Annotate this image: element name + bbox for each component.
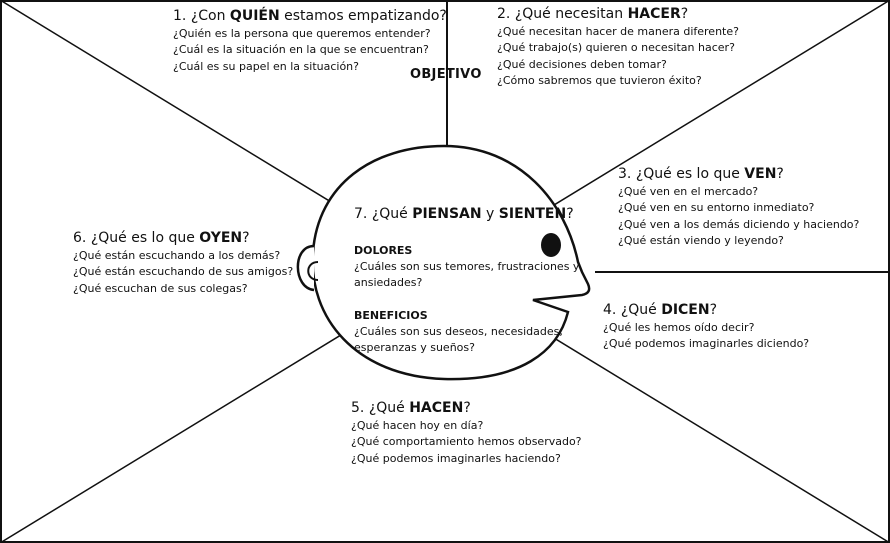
head-outline [311,144,591,381]
question: ¿Cómo sabremos que tuvieron éxito? [497,73,702,87]
dolores-question: ¿Cuáles son sus temores, frustraciones y [354,260,580,273]
question: ¿Qué están escuchando a los demás? [73,249,281,262]
question: ¿Qué podemos imaginarles haciendo? [351,451,561,465]
question: ¿Qué podemos imaginarles diciendo? [603,337,810,351]
question: ¿Qué ven a los demás diciendo y haciendo… [618,217,860,231]
question: ¿Qué decisiones deben tomar? [497,57,667,71]
beneficios-question: esperanzas y sueños? [354,341,475,355]
dolores-question: ansiedades? [354,276,423,290]
beneficios-block: BENEFICIOS ¿Cuáles son sus deseos, neces… [354,308,563,357]
question: ¿Qué comportamiento hemos observado? [351,435,582,449]
question: ¿Qué ven en el mercado? [618,185,759,198]
section-title: 6. ¿Qué es lo que OYEN? [73,230,250,246]
ear-inner [307,261,319,281]
question: ¿Quién es la persona que queremos entend… [173,27,431,40]
question: ¿Qué ven en su entorno inmediato? [618,201,815,215]
section-quien: 1. ¿Con QUIÉN estamos empatizando? ¿Quié… [173,6,447,75]
section-oyen: 6. ¿Qué es lo que OYEN? ¿Qué están escuc… [73,228,293,297]
section-title: 5. ¿Qué HACEN? [351,400,471,416]
question: ¿Qué hacen hoy en día? [351,419,484,432]
eye-icon [541,233,561,257]
question: ¿Qué necesitan hacer de manera diferente… [497,25,739,38]
section-ven: 3. ¿Qué es lo que VEN? ¿Qué ven en el me… [618,164,859,249]
section-hacen: 5. ¿Qué HACEN? ¿Qué hacen hoy en día? ¿Q… [351,398,582,467]
ear-outline [296,244,315,292]
section-dicen: 4. ¿Qué DICEN? ¿Qué les hemos oído decir… [603,300,809,353]
question: ¿Qué están escuchando de sus amigos? [73,265,294,279]
dolores-block: DOLORES ¿Cuáles son sus temores, frustra… [354,243,579,292]
section-title: 4. ¿Qué DICEN? [603,302,718,318]
question: ¿Qué están viendo y leyendo? [618,233,784,247]
section-title: 7. ¿Qué PIENSAN y SIENTEN? [354,206,574,222]
question: ¿Qué escuchan de sus colegas? [73,281,248,295]
question: ¿Cuál es su papel en la situación? [173,59,359,73]
question: ¿Cuál es la situación en la que se encue… [173,43,429,57]
question: ¿Qué trabajo(s) quieren o necesitan hace… [497,41,735,55]
section-title: 2. ¿Qué necesitan HACER? [497,6,689,22]
section-title: 1. ¿Con QUIÉN estamos empatizando? [173,8,447,24]
objetivo-label: OBJETIVO [410,67,482,82]
dolores-title: DOLORES [354,244,413,257]
beneficios-question: ¿Cuáles son sus deseos, necesidades, [354,325,563,338]
section-hacer: 2. ¿Qué necesitan HACER? ¿Qué necesitan … [497,4,739,89]
section-piensan-sienten: 7. ¿Qué PIENSAN y SIENTEN? [354,204,574,224]
question: ¿Qué les hemos oído decir? [603,321,755,334]
beneficios-title: BENEFICIOS [354,309,428,322]
section-title: 3. ¿Qué es lo que VEN? [618,166,784,182]
